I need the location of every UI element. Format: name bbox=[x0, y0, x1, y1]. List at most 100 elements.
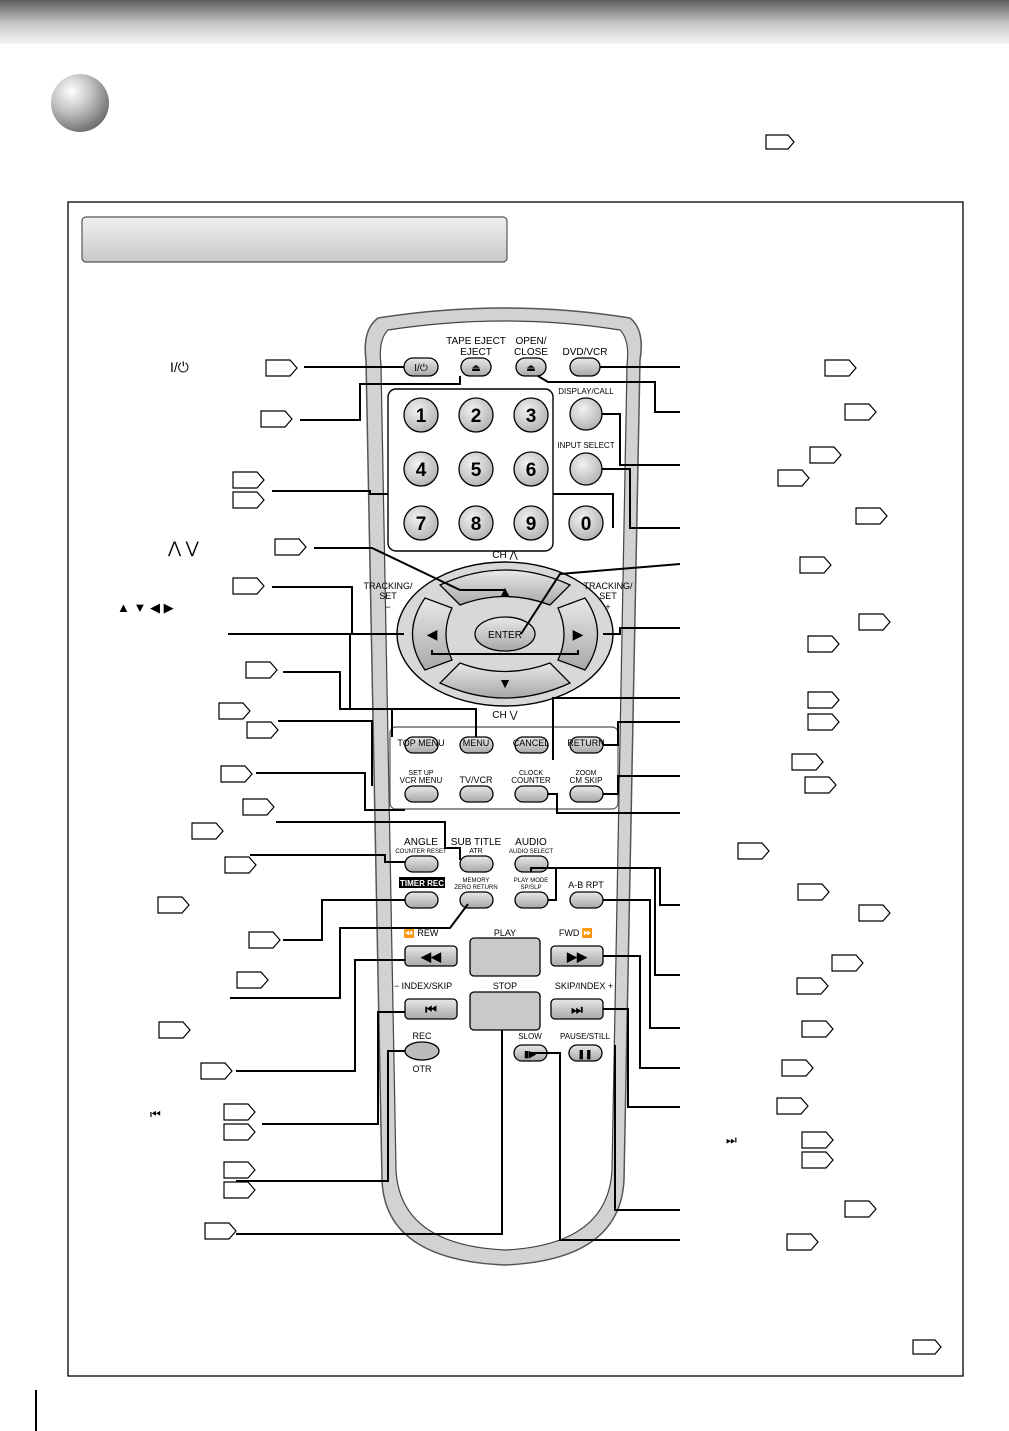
leader-line bbox=[552, 697, 680, 760]
leader-line bbox=[603, 955, 680, 1069]
index-skip-back-button[interactable] bbox=[404, 998, 458, 1020]
tracking-minus-button[interactable] bbox=[411, 597, 453, 671]
page-ref-tag bbox=[245, 661, 278, 679]
stop-label: STOP bbox=[493, 981, 517, 991]
slow-label: SLOW bbox=[518, 1032, 542, 1041]
play-label: PLAY bbox=[494, 928, 516, 938]
tape-eject-button[interactable] bbox=[460, 357, 492, 377]
number-key-7[interactable] bbox=[403, 505, 439, 541]
cancel-button[interactable] bbox=[514, 736, 549, 754]
page-ref-tag bbox=[223, 1161, 256, 1179]
page-ref-tag bbox=[807, 635, 840, 653]
eject-icon: ⏏ bbox=[526, 363, 535, 374]
number-key-label: 3 bbox=[526, 406, 537, 427]
top-menu-button[interactable] bbox=[404, 736, 439, 754]
ch-up-button[interactable] bbox=[438, 569, 572, 606]
vcr-menu-label: VCR MENU bbox=[400, 776, 443, 785]
skip-forward-symbol-label: ⏭ bbox=[726, 1133, 737, 1147]
leader-line bbox=[250, 854, 405, 863]
power-icon: I/⏻ bbox=[414, 363, 428, 374]
tracking-plus-label: TRACKING/SET+ bbox=[583, 581, 633, 612]
enter-button[interactable] bbox=[474, 616, 536, 652]
sub-title-button[interactable] bbox=[459, 855, 494, 873]
page-ref-tag bbox=[274, 538, 307, 556]
number-key-6[interactable] bbox=[513, 451, 549, 487]
number-key-label: 0 bbox=[581, 514, 592, 535]
fwd-icon: ▶▶ bbox=[566, 949, 588, 964]
dvd-vcr-button[interactable] bbox=[569, 357, 601, 377]
timer-rec-button[interactable] bbox=[404, 891, 439, 909]
vcr-menu-button[interactable] bbox=[404, 785, 439, 803]
cm-skip-button[interactable] bbox=[569, 785, 604, 803]
page-ref-tag bbox=[158, 1021, 191, 1039]
leader-line bbox=[520, 563, 681, 635]
leader-line bbox=[272, 586, 404, 635]
a-b-rpt-button[interactable] bbox=[569, 891, 604, 909]
pause-still-label: PAUSE/STILL bbox=[560, 1032, 611, 1041]
ch-down-button[interactable] bbox=[438, 662, 572, 699]
number-key-9[interactable] bbox=[513, 505, 549, 541]
page-ref-tag bbox=[801, 1151, 834, 1169]
cm-skip-label: CM SKIP bbox=[570, 776, 603, 785]
leader-line bbox=[236, 1050, 405, 1182]
play-mode-button[interactable] bbox=[514, 891, 549, 909]
page-ref-tag bbox=[246, 721, 279, 739]
page-ref-tag bbox=[765, 134, 795, 150]
open-close-button[interactable] bbox=[515, 357, 547, 377]
top-menu-label: TOP MENU bbox=[397, 738, 444, 748]
input-select-label: INPUT SELECT bbox=[557, 441, 614, 450]
menu-section-frame bbox=[389, 726, 619, 810]
rew-button[interactable] bbox=[404, 945, 458, 967]
page-ref-tag bbox=[799, 556, 832, 574]
left-arrow-icon: ◀ bbox=[427, 626, 438, 642]
leader-line bbox=[300, 376, 461, 421]
tracking-plus-button[interactable] bbox=[557, 597, 599, 671]
page-ref-tag bbox=[223, 1181, 256, 1199]
leader-line bbox=[553, 493, 614, 528]
display-call-button[interactable] bbox=[569, 397, 603, 431]
pause-icon: ❚❚ bbox=[577, 1049, 592, 1060]
right-arrow-icon: ▶ bbox=[573, 626, 584, 642]
leader-line bbox=[272, 490, 388, 495]
number-key-4[interactable] bbox=[403, 451, 439, 487]
leader-line bbox=[283, 899, 405, 941]
number-key-5[interactable] bbox=[458, 451, 494, 487]
audio-select-label: AUDIO SELECT bbox=[509, 849, 553, 855]
page-ref-tag bbox=[807, 691, 840, 709]
page-ref-tag bbox=[236, 971, 269, 989]
tv-vcr-button[interactable] bbox=[459, 785, 494, 803]
rew-label: ⏪ REW bbox=[404, 927, 439, 938]
pause-still-button[interactable] bbox=[568, 1044, 603, 1062]
clock-counter-button[interactable] bbox=[514, 785, 549, 803]
angle-button[interactable] bbox=[404, 855, 439, 873]
eject-icon: ⏏ bbox=[471, 363, 480, 374]
down-arrow-icon: ▼ bbox=[498, 675, 512, 691]
page-ref-tag bbox=[223, 1103, 256, 1121]
leader-line bbox=[256, 772, 405, 811]
memory-button[interactable] bbox=[459, 891, 494, 909]
number-key-1[interactable] bbox=[403, 397, 439, 433]
input-select-button[interactable] bbox=[569, 452, 603, 486]
rec-button[interactable] bbox=[404, 1041, 440, 1061]
number-key-label: 8 bbox=[471, 514, 482, 535]
tv-vcr-label: TV/VCR bbox=[459, 775, 493, 785]
tracking-minus-label: TRACKING/SET− bbox=[363, 581, 413, 612]
leader-line bbox=[602, 468, 680, 529]
page-ref-tag bbox=[157, 896, 190, 914]
index-skip-label: − INDEX/SKIP bbox=[394, 981, 452, 991]
number-key-8[interactable] bbox=[458, 505, 494, 541]
enter-label: ENTER bbox=[488, 630, 522, 641]
open-close-label: OPEN/CLOSE bbox=[514, 336, 548, 358]
rec-label: REC bbox=[412, 1031, 432, 1041]
page-ref-tag bbox=[223, 1123, 256, 1141]
page-ref-tag bbox=[807, 713, 840, 731]
number-key-3[interactable] bbox=[513, 397, 549, 433]
leader-line bbox=[603, 899, 680, 1029]
ch-up-label: CH ⋀ bbox=[492, 550, 518, 561]
number-key-0[interactable] bbox=[568, 505, 604, 541]
number-key-2[interactable] bbox=[458, 397, 494, 433]
page-ref-tag bbox=[776, 1097, 809, 1115]
page-ref-tag bbox=[912, 1339, 942, 1355]
power-symbol-label: I/⏻ bbox=[170, 359, 189, 375]
